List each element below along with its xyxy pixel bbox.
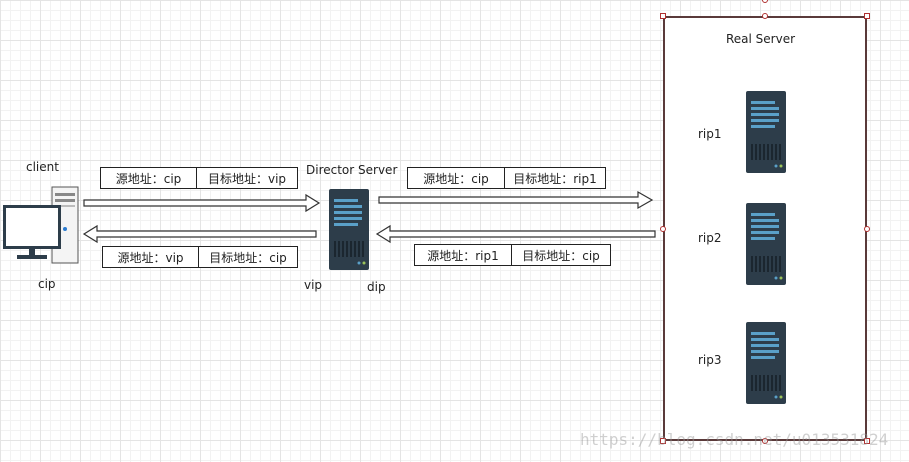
packet-dst: 目标地址：cip xyxy=(511,245,610,265)
rip1-label: rip1 xyxy=(698,127,722,141)
resize-handle[interactable] xyxy=(864,438,870,444)
resize-handle[interactable] xyxy=(660,226,666,232)
client-computer-icon xyxy=(3,186,79,264)
resize-handle[interactable] xyxy=(864,13,870,19)
resize-handle[interactable] xyxy=(762,13,768,19)
packet-dst: 目标地址：rip1 xyxy=(504,168,605,188)
arrow-director-to-real xyxy=(378,190,654,210)
rip2-label: rip2 xyxy=(698,231,722,245)
packet-director-to-real: 源地址：cip 目标地址：rip1 xyxy=(407,167,606,189)
client-ip-label: cip xyxy=(38,277,56,291)
rip3-label: rip3 xyxy=(698,353,722,367)
director-label: Director Server xyxy=(306,163,398,177)
arrow-real-to-director xyxy=(375,224,656,244)
director-dip-label: dip xyxy=(367,280,386,294)
packet-real-to-director: 源地址：rip1 目标地址：cip xyxy=(414,244,611,266)
real-server-title: Real Server xyxy=(726,32,796,46)
packet-src: 源地址：vip xyxy=(117,250,184,265)
client-label: client xyxy=(26,160,59,174)
resize-handle[interactable] xyxy=(660,13,666,19)
packet-director-to-client: 源地址：vip 目标地址：cip xyxy=(102,246,298,268)
arrow-director-to-client xyxy=(82,224,317,244)
director-vip-label: vip xyxy=(304,278,323,292)
real-server-icon xyxy=(746,91,786,173)
resize-handle[interactable] xyxy=(864,226,870,232)
packet-dst: 目标地址：cip xyxy=(198,247,297,267)
watermark: https://blog.csdn.net/u013531824 xyxy=(580,430,889,449)
packet-src: 源地址：cip xyxy=(115,171,182,186)
resize-handle[interactable] xyxy=(762,438,768,444)
resize-handle[interactable] xyxy=(660,438,666,444)
rotate-handle[interactable] xyxy=(762,0,768,3)
real-server-icon xyxy=(746,322,786,404)
real-server-icon xyxy=(746,203,786,285)
arrow-client-to-director xyxy=(83,193,321,213)
packet-dst: 目标地址：vip xyxy=(196,168,297,188)
director-server-icon xyxy=(329,189,369,270)
packet-src: 源地址：rip1 xyxy=(427,248,499,263)
packet-client-to-director: 源地址：cip 目标地址：vip xyxy=(100,167,298,189)
packet-src: 源地址：cip xyxy=(423,171,489,186)
